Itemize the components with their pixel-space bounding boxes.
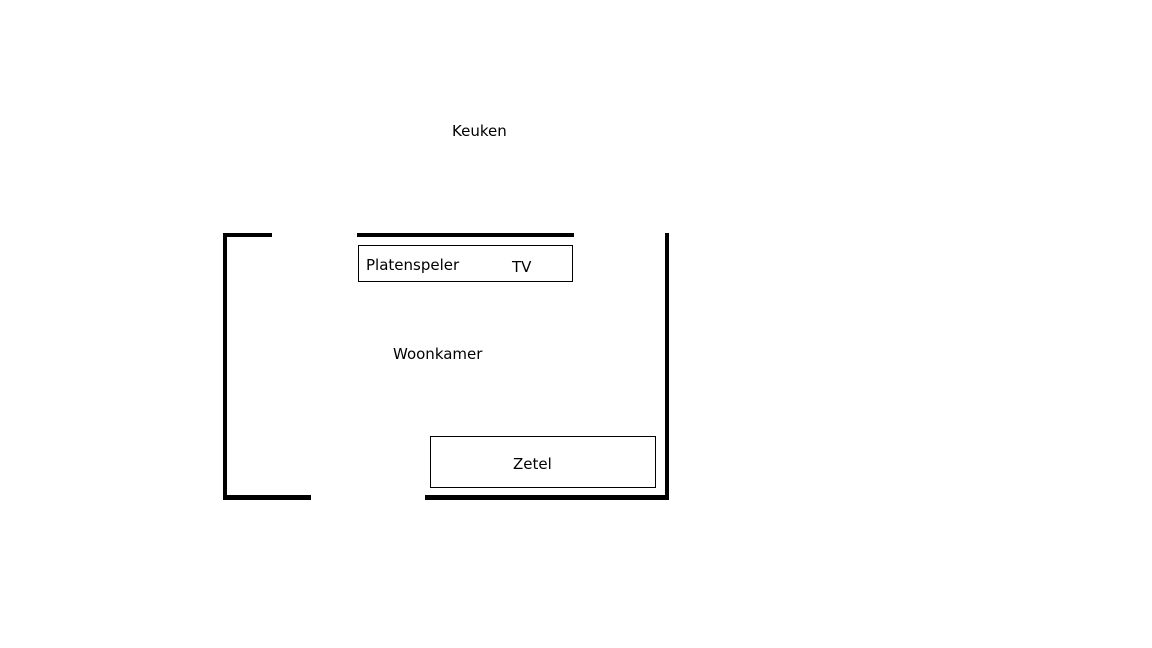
- sofa: [430, 436, 656, 488]
- living-room-label: Woonkamer: [393, 345, 483, 363]
- sofa-label: Zetel: [513, 455, 552, 473]
- wall-left: [223, 233, 227, 500]
- wall-top-left-segment: [223, 233, 272, 237]
- record-player-label: Platenspeler: [366, 256, 460, 274]
- wall-bottom-right-segment: [425, 495, 669, 500]
- tv-cabinet: [358, 245, 573, 282]
- wall-top-middle-segment: [357, 233, 574, 237]
- kitchen-label: Keuken: [452, 122, 507, 140]
- wall-right: [665, 233, 669, 500]
- wall-bottom-left-segment: [223, 495, 311, 500]
- tv-label: TV: [512, 258, 532, 276]
